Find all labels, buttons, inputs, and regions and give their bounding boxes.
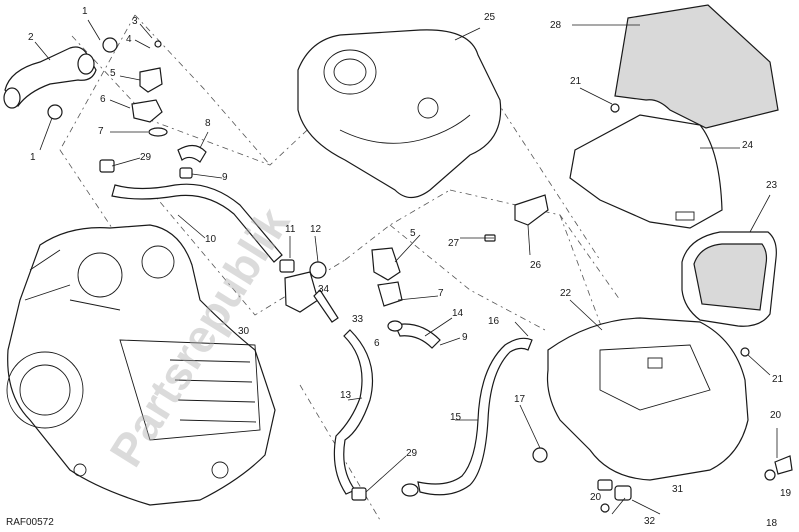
airbox-22 — [532, 317, 750, 481]
part-number-label: 4 — [126, 34, 132, 45]
drawing-code: RAF00572 — [6, 517, 54, 528]
filter-mat-28 — [614, 4, 779, 129]
part-number-label: 14 — [452, 308, 464, 319]
part-number-label: 27 — [448, 238, 460, 249]
bracket-26 — [484, 194, 549, 242]
assembly-guide-lines — [59, 14, 621, 521]
engine-block — [6, 224, 276, 506]
part-number-label: 7 — [98, 126, 104, 137]
hose-13 — [333, 329, 374, 501]
part-number-label: 26 — [530, 260, 542, 271]
part-number-label: 5 — [110, 68, 116, 79]
part-number-label: 3 — [132, 16, 138, 27]
part-number-label: 5 — [410, 228, 416, 239]
part-number-label: 33 — [352, 314, 364, 325]
hose-2 — [3, 37, 118, 120]
center-bracket — [371, 247, 441, 349]
part-number-label: 16 — [488, 316, 500, 327]
part-number-label: 12 — [310, 224, 322, 235]
part-number-label: 28 — [550, 20, 562, 31]
part-number-label: 8 — [205, 118, 211, 129]
part-number-label: 19 — [780, 488, 792, 499]
part-number-label: 9 — [222, 172, 228, 183]
part-number-label: 23 — [766, 180, 778, 191]
part-number-label: 22 — [560, 288, 572, 299]
hose-10 — [99, 159, 283, 263]
airbox-lid-25 — [297, 29, 502, 199]
part-number-label: 6 — [100, 94, 106, 105]
cover-24 — [569, 103, 723, 229]
part-number-label: 25 — [484, 12, 496, 23]
part-number-label: 18 — [766, 518, 778, 529]
part-number-label: 24 — [742, 140, 754, 151]
part-number-label: 17 — [514, 394, 526, 405]
part-number-label: 20 — [770, 410, 782, 421]
part-number-label: 21 — [772, 374, 784, 385]
part-number-label: 1 — [30, 152, 36, 163]
part-number-label: 13 — [340, 390, 352, 401]
filter-23 — [681, 231, 777, 327]
bracket-parts — [131, 40, 207, 163]
leader-lines — [34, 19, 778, 515]
part-number-label: 9 — [462, 332, 468, 343]
part-number-label: 29 — [406, 448, 418, 459]
part-number-label: 30 — [238, 326, 250, 337]
part-number-label: 11 — [285, 224, 296, 235]
part-number-label: 20 — [590, 492, 602, 503]
small-parts-bottom — [597, 455, 793, 513]
hose-15 — [401, 337, 533, 497]
part-number-label: 6 — [374, 338, 380, 349]
part-number-label: 7 — [438, 288, 444, 299]
part-number-label: 29 — [140, 152, 152, 163]
part-number-label: 15 — [450, 412, 462, 423]
part-number-label: 31 — [672, 484, 684, 495]
part-number-label: 34 — [318, 284, 330, 295]
part-number-label: 21 — [570, 76, 582, 87]
part-number-label: 10 — [205, 234, 217, 245]
valve-group — [279, 259, 339, 323]
part-number-label: 2 — [28, 32, 34, 43]
part-number-label: 1 — [82, 6, 88, 17]
part-number-label: 32 — [644, 516, 656, 527]
